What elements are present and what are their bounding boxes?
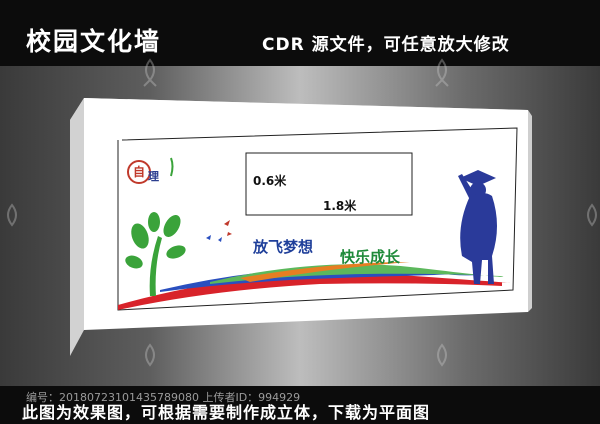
footer-bar — [0, 386, 600, 424]
header-bar — [0, 0, 600, 66]
wave-green — [210, 264, 504, 284]
tree-icon — [125, 212, 186, 296]
school-logo-icon — [127, 160, 151, 184]
height-dimension-label: 0.6米 — [253, 174, 287, 188]
page-title: 校园文化墙 — [26, 27, 162, 56]
wall-left-edge — [70, 98, 84, 356]
logo-character: 自 — [132, 165, 145, 179]
page-subtitle: CDR 源文件，可任意放大修改 — [262, 35, 510, 55]
width-dimension-label: 1.8米 — [323, 199, 357, 213]
dimension-box — [245, 152, 413, 216]
sprout-icon — [170, 157, 174, 177]
butterfly-icons — [206, 220, 232, 242]
footer-note: 此图为效果图，可根据需要制作成立体，下载为平面图 — [22, 403, 431, 422]
graduate-student-icon — [458, 170, 497, 284]
slogan-happy-growth: 快乐成长 — [340, 248, 401, 266]
wall-right-edge — [528, 110, 532, 312]
upload-id-line: 编号：20180723101435789080 上传者ID：994929 — [26, 391, 301, 404]
wave-blue — [160, 268, 480, 292]
wall-inner-frame — [117, 127, 518, 311]
wave-orange — [240, 262, 410, 282]
slogan-fly-dream: 放飞梦想 — [253, 238, 314, 256]
wave-red — [118, 273, 511, 310]
logo-label: 理 — [148, 170, 159, 183]
